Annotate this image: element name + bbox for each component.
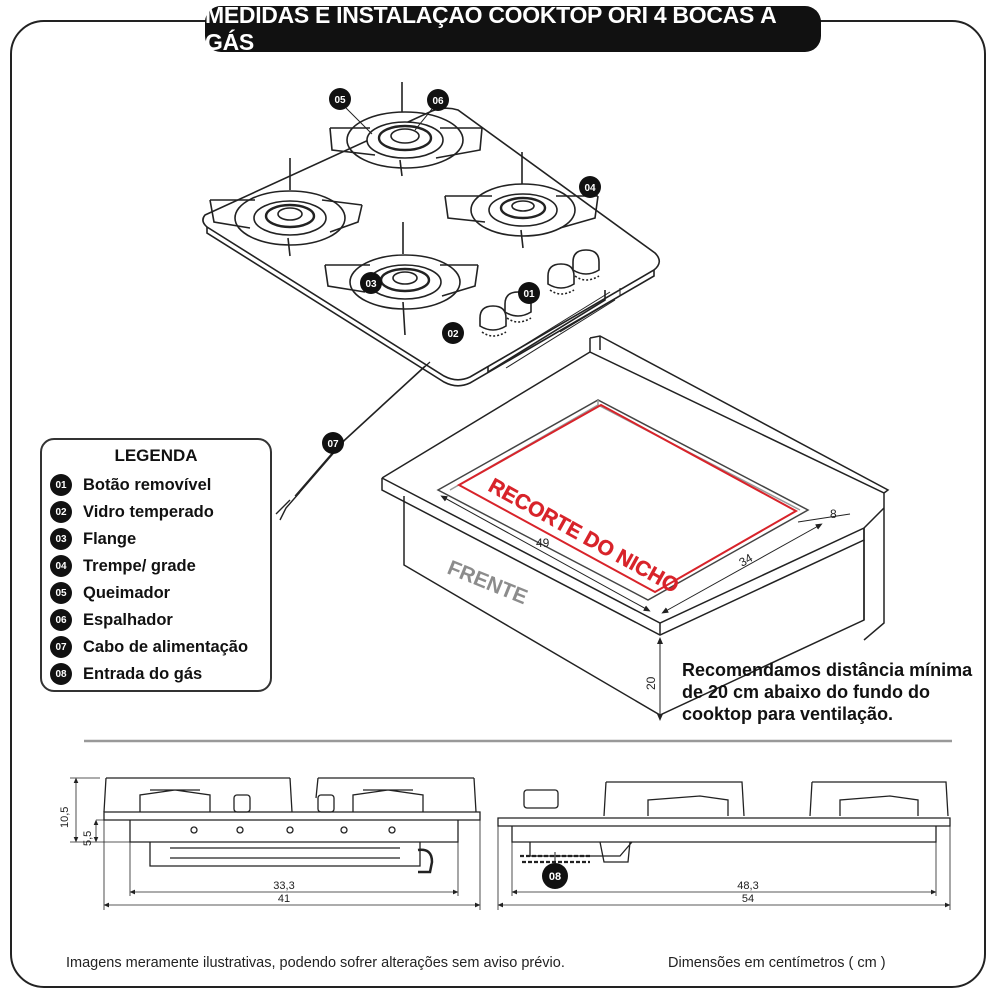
side-view	[497, 781, 951, 910]
dim-niche-height: 20	[644, 676, 658, 690]
callout-07: 07	[322, 432, 344, 454]
legend-item: 06 Espalhador	[50, 608, 173, 632]
burner-left	[209, 158, 363, 257]
front-view	[70, 777, 481, 910]
legend-label: Cabo de alimentação	[83, 637, 249, 656]
callout-markers: 05 06 04 03 01 02 07 08	[322, 88, 601, 889]
legend-item: 02 Vidro temperado	[50, 500, 214, 524]
callout-01: 01	[518, 282, 540, 304]
legend-number: 03	[50, 528, 72, 550]
callout-03: 03	[360, 272, 382, 294]
title-bar: MEDIDAS E INSTALAÇÃO COOKTOP ORI 4 BOCAS…	[205, 2, 821, 55]
legend-label: Vidro temperado	[83, 502, 214, 521]
svg-text:06: 06	[432, 96, 444, 107]
dim-side-width-total: 54	[742, 893, 754, 905]
dim-niche-depth: 34	[737, 551, 756, 570]
legend-title: LEGENDA	[114, 446, 198, 465]
countertop-niche	[381, 335, 890, 721]
legend-label: Espalhador	[83, 610, 173, 629]
legend-box: LEGENDA 01 Botão removível 02 Vidro temper…	[40, 438, 272, 692]
legend-number: 05	[50, 582, 72, 604]
legend-number: 01	[50, 474, 72, 496]
callout-02: 02	[442, 322, 464, 344]
dim-niche-margin: 8	[830, 507, 837, 521]
units-note: Dimensões em centímetros ( cm )	[668, 955, 886, 971]
legend-number: 07	[50, 636, 72, 658]
legend-label: Entrada do gás	[83, 664, 203, 683]
legend-label: Queimador	[83, 583, 171, 602]
dim-side-width-inner: 48,3	[737, 880, 758, 892]
svg-text:03: 03	[365, 279, 377, 290]
legend-label: Trempe/ grade	[83, 556, 196, 575]
svg-text:02: 02	[447, 329, 459, 340]
legend-label: Botão removível	[83, 475, 212, 494]
front-label: FRENTE	[444, 556, 530, 609]
page-title: MEDIDAS E INSTALAÇÃO COOKTOP ORI 4 BOCAS…	[205, 2, 777, 55]
legend-item: 03 Flange	[50, 527, 136, 551]
legend-number: 08	[50, 663, 72, 685]
callout-08: 08	[542, 852, 568, 889]
legend-item: 05 Queimador	[50, 581, 170, 605]
burner-front	[324, 222, 479, 336]
legend-item: 08 Entrada do gás	[50, 662, 202, 686]
svg-text:01: 01	[523, 289, 535, 300]
legend-label: Flange	[83, 529, 137, 548]
dim-front-width-total: 41	[278, 893, 290, 905]
dim-niche-width: 49	[536, 536, 550, 550]
legend-item: 04 Trempe/ grade	[50, 554, 196, 578]
burner-back	[329, 82, 483, 177]
legend-number: 02	[50, 501, 72, 523]
legend-number: 04	[50, 555, 72, 577]
power-cable	[294, 361, 431, 497]
burner-right	[444, 152, 599, 249]
svg-text:04: 04	[584, 183, 596, 194]
svg-text:07: 07	[327, 439, 339, 450]
callout-04: 04	[579, 176, 601, 198]
control-knobs	[479, 249, 600, 337]
legend-item: 01 Botão removível	[50, 473, 211, 497]
svg-text:05: 05	[334, 95, 346, 106]
ventilation-recommendation: Recomendamos distância mínima de 20 cm a…	[682, 660, 973, 724]
dim-front-height-total: 10,5	[59, 807, 71, 828]
dim-front-width-inner: 33,3	[273, 880, 294, 892]
cooktop-isometric	[202, 82, 661, 521]
legend-item: 07 Cabo de alimentação	[50, 635, 248, 659]
disclaimer-text: Imagens meramente ilustrativas, podendo …	[66, 955, 565, 971]
callout-05: 05	[329, 88, 373, 135]
dim-front-height-body: 5,5	[82, 831, 94, 846]
legend-number: 06	[50, 609, 72, 631]
callout-06: 06	[414, 89, 449, 131]
svg-text:08: 08	[549, 871, 561, 883]
